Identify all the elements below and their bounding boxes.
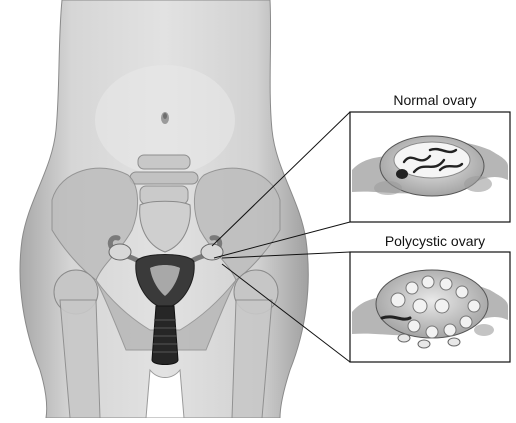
normal-ovary-inset (350, 112, 510, 222)
navel-shade (163, 113, 167, 119)
leg-gap (146, 370, 184, 418)
ovary-left-body (109, 244, 131, 260)
polycystic-ovary-label: Polycystic ovary (362, 233, 508, 249)
polycystic-ovary-inset (350, 252, 510, 362)
vagina (152, 306, 178, 365)
ovary-right-body (201, 244, 223, 260)
lumbar-spine (130, 155, 198, 204)
normal-ovary-label: Normal ovary (380, 92, 490, 108)
